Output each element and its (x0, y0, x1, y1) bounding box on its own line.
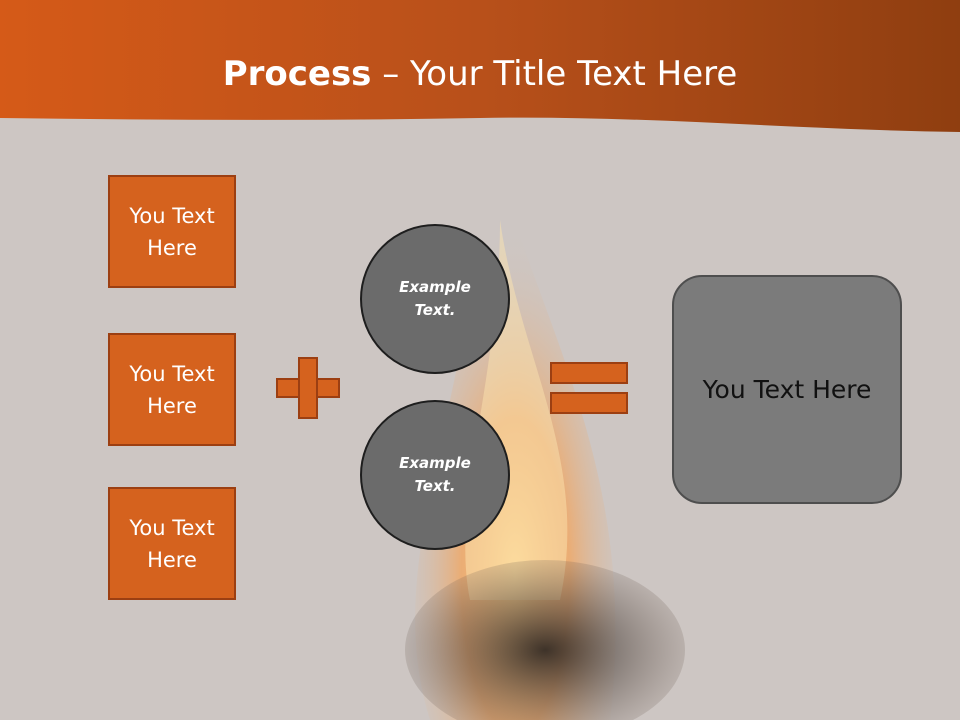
text-box-2-label: You Text Here (129, 361, 215, 418)
text-box-1[interactable]: You Text Here (108, 175, 236, 288)
example-circle-1[interactable]: Example Text. (360, 224, 510, 374)
text-box-3-label: You Text Here (129, 515, 215, 572)
result-box-label: You Text Here (702, 375, 872, 404)
text-box-2[interactable]: You Text Here (108, 333, 236, 446)
example-circle-2-label: Example Text. (399, 454, 471, 495)
equals-icon (550, 362, 628, 414)
page-title: Process – Your Title Text Here (0, 52, 960, 96)
example-circle-2[interactable]: Example Text. (360, 400, 510, 550)
text-box-1-label: You Text Here (129, 203, 215, 260)
title-bold: Process (222, 54, 372, 94)
plus-icon (276, 357, 340, 419)
text-box-3[interactable]: You Text Here (108, 487, 236, 600)
title-rest: – Your Title Text Here (371, 54, 738, 94)
example-circle-1-label: Example Text. (399, 278, 471, 319)
result-box[interactable]: You Text Here (672, 275, 902, 504)
